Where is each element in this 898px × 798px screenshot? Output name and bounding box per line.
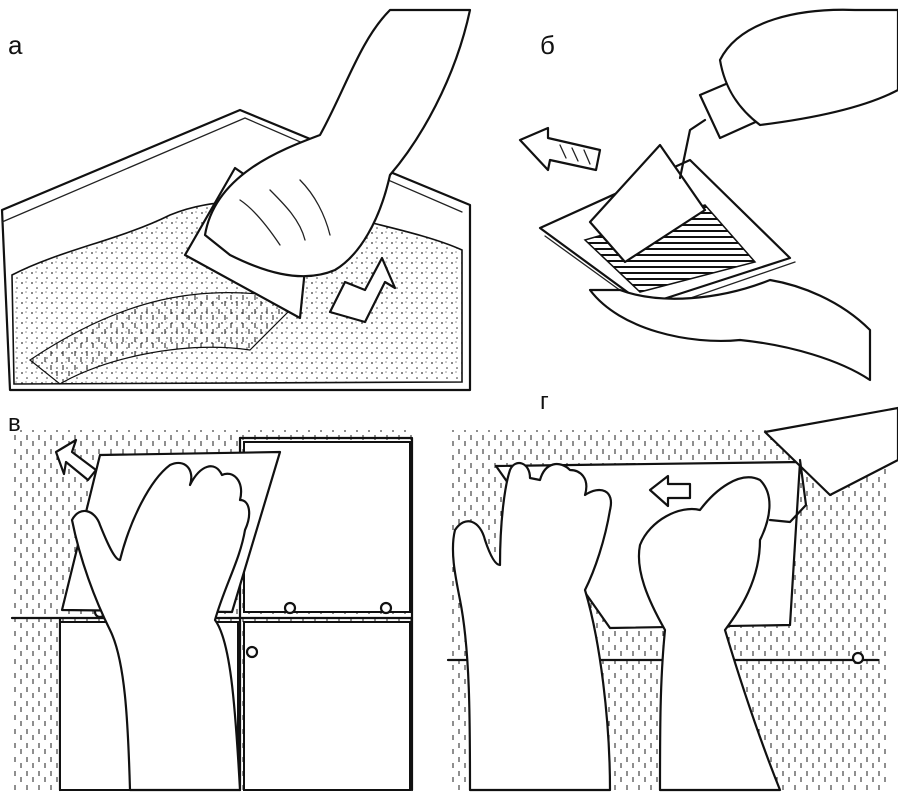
direction-arrow-a xyxy=(328,256,397,324)
hand-a xyxy=(203,8,472,278)
panel-label-b: б xyxy=(540,30,555,60)
panel-b-tile-buttering xyxy=(518,8,898,382)
spacer-v-3 xyxy=(379,601,393,615)
hand-g-right xyxy=(637,476,782,792)
tile-grid-upper-right xyxy=(238,436,414,792)
spacer-v-2 xyxy=(283,601,297,615)
hand-g-left xyxy=(451,461,613,792)
hand-b-top xyxy=(718,8,898,127)
direction-arrow-v xyxy=(54,438,98,482)
hand-b-bottom xyxy=(588,278,872,382)
panel-g-tile-alignment xyxy=(446,406,898,792)
trowel-handle-g xyxy=(768,458,808,524)
spacer-v-4 xyxy=(245,645,259,659)
direction-arrow-g xyxy=(648,474,692,508)
direction-arrow-b xyxy=(518,126,602,172)
spacer-g-1 xyxy=(851,651,865,665)
panel-a-mortar-spreading xyxy=(0,8,472,392)
panel-label-a: а xyxy=(8,30,23,60)
trowel-handle-shank xyxy=(678,118,707,180)
mortar-box-outline xyxy=(0,108,472,392)
trowel-b xyxy=(588,143,707,264)
hand-v xyxy=(70,461,251,792)
panel-v-tile-placement xyxy=(10,430,414,792)
panel-label-g: г xyxy=(540,388,549,415)
panel-label-v: в xyxy=(8,410,21,437)
tile-lower-right xyxy=(243,621,411,791)
trowel-g xyxy=(763,406,898,497)
